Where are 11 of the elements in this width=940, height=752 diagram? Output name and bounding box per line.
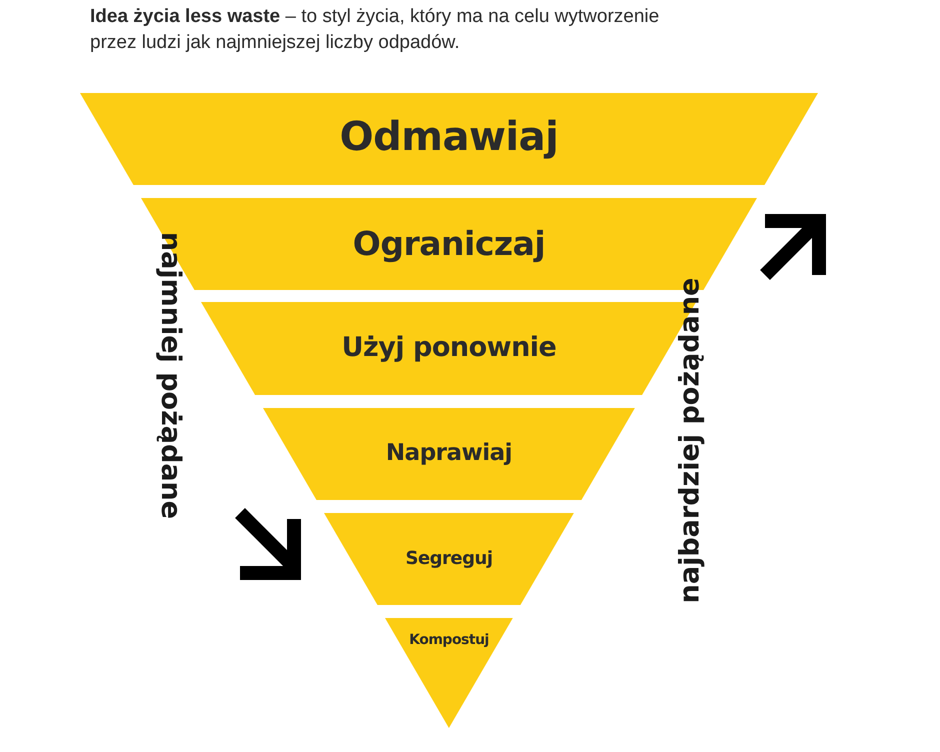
tier-triangle (385, 618, 513, 728)
tier-band (263, 408, 635, 500)
tier-label: Naprawiaj (384, 440, 514, 466)
tier-band (80, 93, 818, 185)
tier-label: Kompostuj (408, 632, 490, 648)
tier-label: Odmawiaj (338, 114, 560, 160)
tier-label: Segreguj (404, 548, 494, 569)
axis-caption: najmniej pożądane (154, 231, 186, 519)
tier-band (324, 513, 574, 605)
title-text: Idea życia less waste – to styl życia, który ma na celu wytworzenie przez ludzi jak najmniejszej liczby odpadów. (90, 5, 660, 55)
axis-caption: najbardziej pożądane (674, 277, 706, 603)
